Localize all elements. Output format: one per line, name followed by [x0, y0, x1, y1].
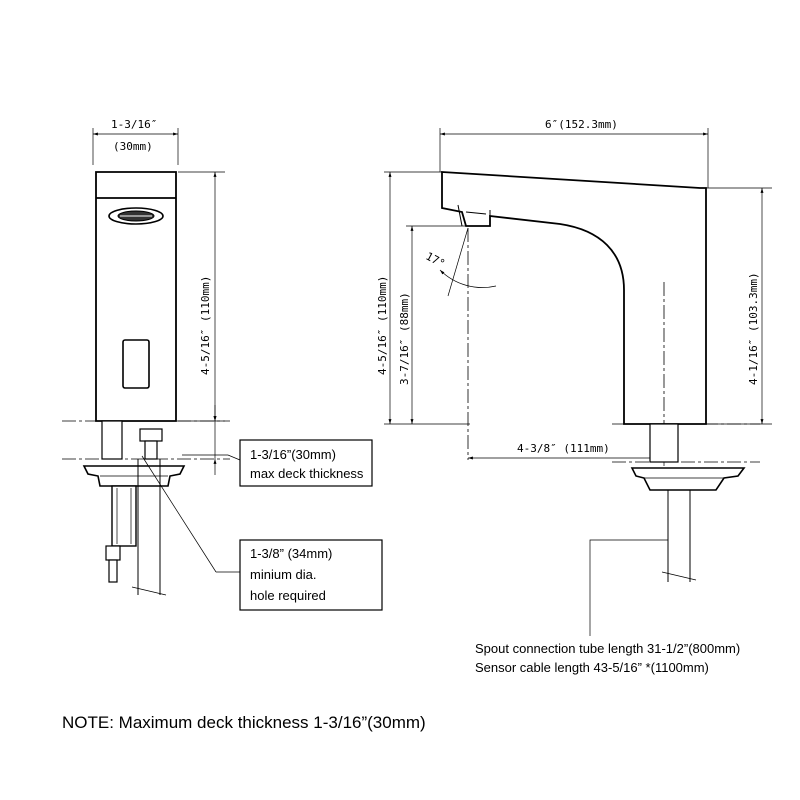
front-faucet-body [95, 171, 177, 422]
side-view: 6″(152.3mm) 4-5/16″ (110mm) 3-7/16″ (88m… [376, 118, 772, 636]
hole-callout-line3: hole required [250, 588, 326, 603]
deck-callout-line1: 1-3/16”(30mm) [250, 447, 336, 462]
sensor-window [122, 339, 150, 389]
spout-reach: 4-3/8″ (111mm) [517, 442, 610, 455]
body-height: 4-1/16″ (103.3mm) [747, 272, 760, 385]
deck-callout-line2: max deck thickness [250, 466, 364, 481]
hole-callout: 1-3/8” (34mm) minium dia. hole required [239, 539, 383, 611]
spout-outlet-height: 3-7/16″ (88mm) [398, 292, 411, 385]
tube-callout: Spout connection tube length 31-1/2”(800… [475, 641, 740, 675]
front-width-metric: (30mm) [113, 140, 153, 153]
spout-angle: 17° [423, 250, 447, 271]
hole-callout-line2: minium dia. [250, 567, 316, 582]
front-view: 1-3/16″ (30mm) 4-5/16″ (110mm) [62, 118, 241, 596]
hole-callout-line1: 1-3/8” (34mm) [250, 546, 332, 561]
spout-length: 6″(152.3mm) [545, 118, 618, 131]
deck-thickness-note: NOTE: Maximum deck thickness 1-3/16”(30m… [62, 713, 426, 732]
tube-callout-line1: Spout connection tube length 31-1/2”(800… [475, 641, 740, 656]
front-width-imperial: 1-3/16″ [111, 118, 157, 131]
tube-callout-line2: Sensor cable length 43-5/16” *(1100mm) [475, 660, 709, 675]
deck-thickness-callout: 1-3/16”(30mm) max deck thickness [239, 439, 373, 487]
side-faucet-body [441, 171, 707, 425]
front-height: 4-5/16″ (110mm) [199, 276, 212, 375]
side-total-height: 4-5/16″ (110mm) [376, 276, 389, 375]
